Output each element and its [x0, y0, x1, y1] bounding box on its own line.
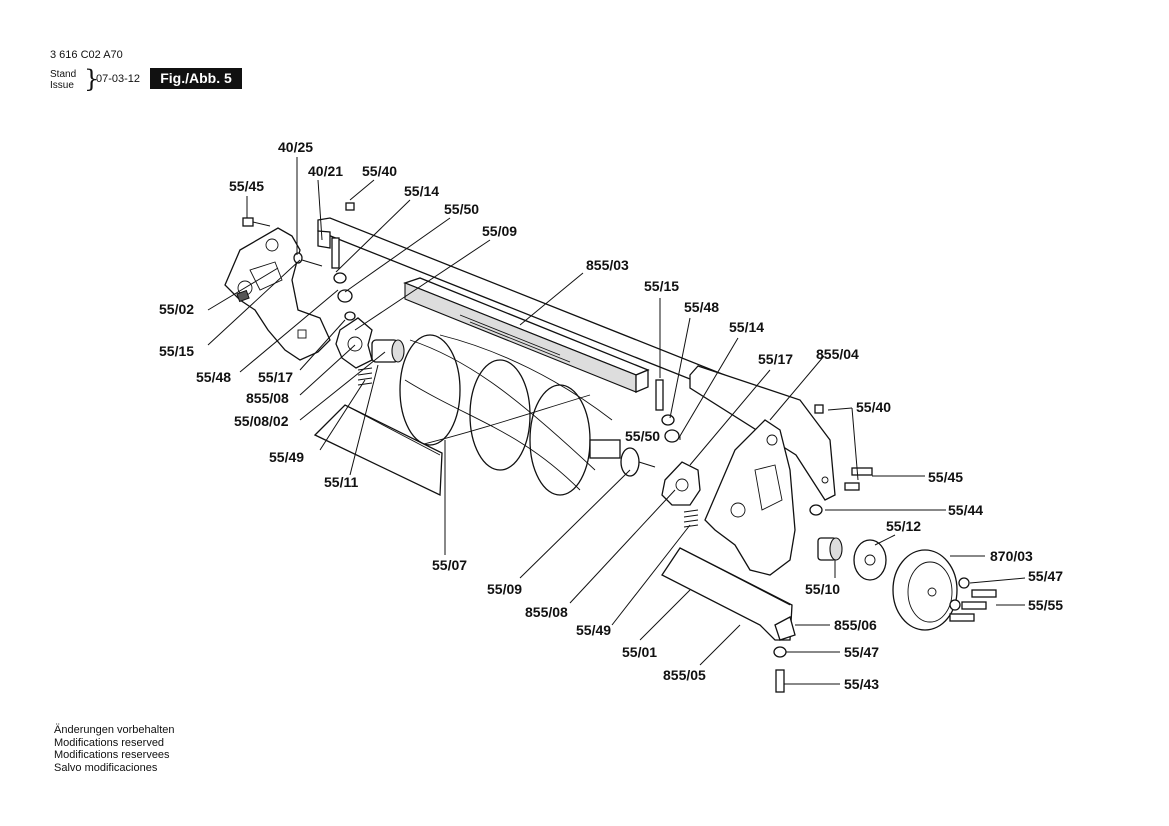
- label-55-17-right: 55/17: [758, 351, 793, 367]
- label-855-03: 855/03: [586, 257, 629, 273]
- label-55-47-right: 55/47: [1028, 568, 1063, 584]
- part-bottom-blade: [661, 547, 796, 693]
- issue-label: Issue: [50, 80, 74, 91]
- modification-notes: Änderungen vorbehalten Modifications res…: [54, 724, 174, 774]
- note-german: Änderungen vorbehalten: [54, 724, 175, 736]
- label-855-08-bottom: 855/08: [525, 604, 568, 620]
- label-55-49-bottom: 55/49: [576, 622, 611, 638]
- part-right-bearing-star: [661, 461, 701, 528]
- label-55-47-bottom: 55/47: [844, 644, 879, 660]
- part-left-fasteners: [242, 202, 356, 321]
- part-top-bar: [317, 217, 803, 419]
- label-40-25: 40/25: [278, 139, 313, 155]
- part-right-fasteners: [655, 379, 873, 516]
- label-855-04: 855/04: [816, 346, 859, 362]
- stand-issue-labels: Stand Issue: [50, 69, 76, 91]
- label-870-03: 870/03: [990, 548, 1033, 564]
- label-55-17-left: 55/17: [258, 369, 293, 385]
- issue-date: 07-03-12: [96, 73, 141, 85]
- label-855-08-left: 855/08: [246, 390, 289, 406]
- part-labels: 40/25 40/21 55/40 55/45 55/14 55/50 55/0…: [159, 139, 1063, 692]
- label-55-49-left: 55/49: [269, 449, 304, 465]
- label-55-45-left: 55/45: [229, 178, 264, 194]
- part-left-bearing-star: [335, 317, 405, 386]
- label-55-12: 55/12: [886, 518, 921, 534]
- label-55-14-right: 55/14: [729, 319, 764, 335]
- label-855-05: 855/05: [663, 667, 706, 683]
- note-english: Modifications reserved: [54, 736, 165, 749]
- label-55-40-right: 55/40: [856, 399, 891, 415]
- label-55-10: 55/10: [805, 581, 840, 597]
- label-55-55: 55/55: [1028, 597, 1063, 613]
- label-55-48-right: 55/48: [684, 299, 719, 315]
- stand-label: Stand: [50, 69, 77, 80]
- label-55-15-left: 55/15: [159, 343, 194, 359]
- label-55-15-right: 55/15: [644, 278, 679, 294]
- part-pulley-assembly: [817, 537, 997, 631]
- note-french: Modifications reservees: [54, 749, 170, 761]
- brace-glyph: }: [84, 65, 100, 93]
- figure-label: Fig./Abb. 5: [150, 68, 242, 89]
- note-spanish: Salvo modificaciones: [54, 761, 158, 774]
- part-right-side-frame: [704, 419, 796, 576]
- label-55-09-bottom: 55/09: [487, 581, 522, 597]
- label-55-08-02: 55/08/02: [234, 413, 289, 429]
- label-855-06: 855/06: [834, 617, 877, 633]
- label-55-01: 55/01: [622, 644, 657, 660]
- label-55-48-left: 55/48: [196, 369, 231, 385]
- label-55-14-top: 55/14: [404, 183, 439, 199]
- label-55-43: 55/43: [844, 676, 879, 692]
- label-40-21: 40/21: [308, 163, 343, 179]
- parts-drawing: [224, 202, 997, 693]
- leader-lines: [207, 157, 1026, 685]
- part-reel-cylinder: [399, 334, 656, 496]
- label-55-45-right: 55/45: [928, 469, 963, 485]
- label-55-11: 55/11: [324, 474, 358, 490]
- label-55-44: 55/44: [948, 502, 983, 518]
- label-55-09-top: 55/09: [482, 223, 517, 239]
- part-left-blade: [313, 404, 443, 497]
- label-55-07: 55/07: [432, 557, 467, 573]
- label-55-40-top: 55/40: [362, 163, 397, 179]
- label-55-50-right: 55/50: [625, 428, 660, 444]
- label-55-50-top: 55/50: [444, 201, 479, 217]
- document-code: 3 616 C02 A70: [50, 49, 123, 61]
- part-left-side-frame: [224, 227, 331, 361]
- label-55-02: 55/02: [159, 301, 194, 317]
